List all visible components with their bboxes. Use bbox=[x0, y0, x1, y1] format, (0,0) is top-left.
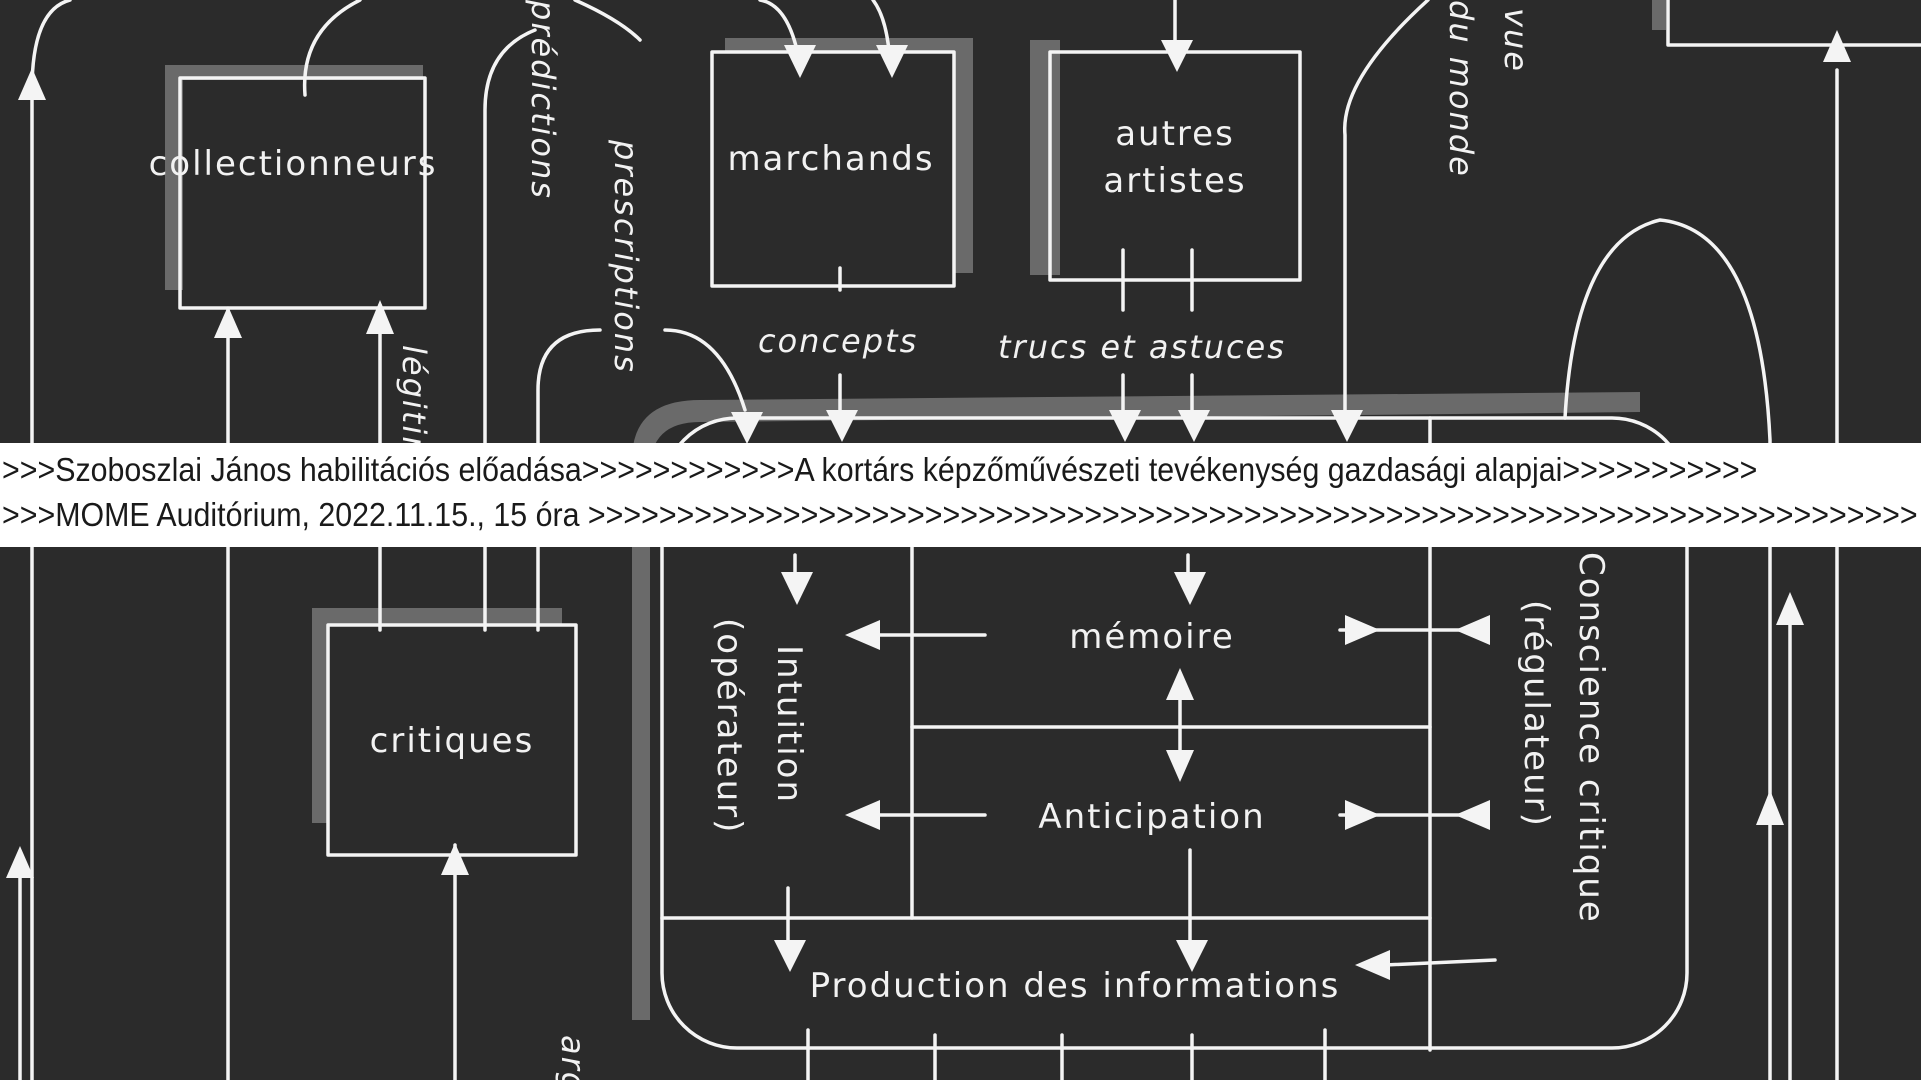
collectors-box bbox=[178, 76, 427, 310]
banner-line-2: >>>MOME Auditórium, 2022.11.15., 15 óra … bbox=[2, 496, 1918, 533]
other-artists-label-2: artistes bbox=[1103, 161, 1246, 201]
other-artists-box-shadow bbox=[1030, 40, 1060, 275]
conscience-label: Conscience critique bbox=[1571, 552, 1611, 924]
arrowheads bbox=[6, 30, 1851, 980]
prescriptions-label: prescriptions bbox=[607, 139, 645, 374]
world-view-label-2: du monde bbox=[1442, 0, 1480, 178]
top-right-box bbox=[1666, 0, 1921, 47]
banner-line-1: >>>Szoboszlai János habilitációs előadás… bbox=[2, 451, 1758, 488]
arg-label: arg bbox=[554, 1035, 592, 1080]
other-artists-label-1: autres bbox=[1115, 114, 1235, 154]
operator-label: (opérateur) bbox=[709, 618, 749, 834]
collectors-label: collectionneurs bbox=[149, 144, 438, 184]
system-frame bbox=[660, 416, 1689, 1050]
dealers-box bbox=[710, 50, 956, 288]
tricks-label: trucs et astuces bbox=[998, 328, 1286, 366]
anticipation-label: Anticipation bbox=[1038, 797, 1265, 837]
production-label: Production des informations bbox=[810, 966, 1341, 1006]
intuition-label: Intuition bbox=[769, 645, 809, 804]
announcement-banner: >>>Szoboszlai János habilitációs előadás… bbox=[0, 443, 1921, 547]
world-view-label-1: vue bbox=[1497, 8, 1535, 73]
top-right-box-shadow bbox=[1652, 0, 1666, 30]
regulator-label: (régulateur) bbox=[1516, 600, 1556, 828]
dealers-label: marchands bbox=[727, 139, 934, 179]
memory-label: mémoire bbox=[1069, 617, 1235, 657]
critics-label: critiques bbox=[370, 721, 535, 761]
concepts-label: concepts bbox=[758, 322, 918, 360]
predictions-label: prédictions bbox=[524, 0, 562, 200]
